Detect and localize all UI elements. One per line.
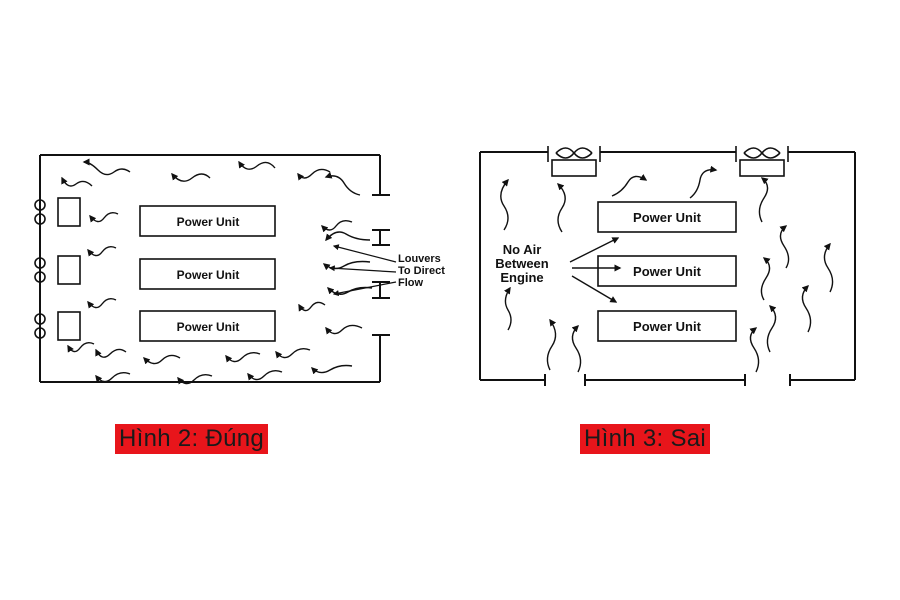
caption-wrong: Hình 3: Sai <box>580 424 711 454</box>
figure-wrong <box>479 146 856 386</box>
airflow-arrows-right <box>500 165 834 373</box>
power-unit-box <box>139 310 276 342</box>
power-unit-box <box>597 310 737 342</box>
power-unit-label: Power Unit <box>633 210 702 225</box>
room-walls-right <box>479 151 856 386</box>
louvers-label-line: Louvers <box>398 253 441 265</box>
louvers-label-line: Flow <box>398 277 423 289</box>
no-air-label: No Air Between Engine <box>495 242 549 285</box>
power-unit-label: Power Unit <box>177 215 240 229</box>
no-air-label-line: No Air <box>503 242 542 257</box>
power-unit-box <box>139 258 276 290</box>
power-unit-labels-right: Power Unit Power Unit Power Unit <box>633 210 702 334</box>
power-unit-box <box>597 255 737 287</box>
louvers-label-line: To Direct <box>398 265 445 277</box>
power-unit-labels-left: Power Unit Power Unit Power Unit <box>177 215 240 334</box>
no-air-pointer-arrows <box>569 237 622 303</box>
ceiling-fan <box>547 146 601 177</box>
power-unit-label: Power Unit <box>633 319 702 334</box>
power-unit-box <box>597 201 737 233</box>
louvers-label: Louvers To Direct Flow <box>398 253 445 289</box>
radiator-fans-left <box>34 197 81 341</box>
power-unit-label: Power Unit <box>177 320 240 334</box>
louvers-pointer-lines <box>328 244 397 297</box>
no-air-label-line: Engine <box>500 270 543 285</box>
caption-correct: Hình 2: Đúng <box>115 424 269 454</box>
power-unit-label: Power Unit <box>633 264 702 279</box>
ceiling-fan <box>735 146 789 177</box>
power-unit-label: Power Unit <box>177 268 240 282</box>
no-air-label-line: Between <box>495 256 549 271</box>
power-unit-box <box>139 205 276 237</box>
